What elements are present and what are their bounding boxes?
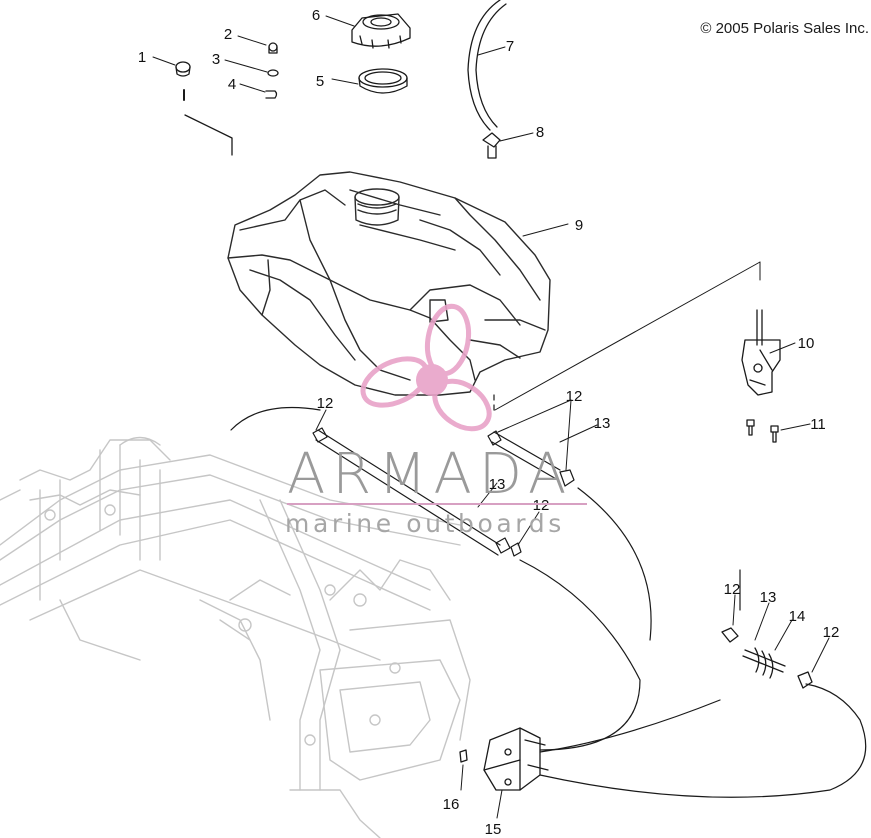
callout-12: 12 [533,497,550,514]
callout-8: 8 [536,124,544,141]
callout-9: 9 [575,217,583,234]
callout-5: 5 [316,73,324,90]
callout-15: 15 [485,821,502,838]
parts-1-4 [175,42,279,156]
callout-6: 6 [312,7,320,24]
copyright-notice: © 2005 Polaris Sales Inc. [700,20,869,37]
callout-12: 12 [823,624,840,641]
callout-4: 4 [228,76,236,93]
vent-hose [467,0,507,159]
callout-12: 12 [317,395,334,412]
callout-3: 3 [212,51,220,68]
watermark-title: ARMADA [287,442,574,507]
callout-12: 12 [724,581,741,598]
fuel-valve [741,309,781,396]
watermark-divider [287,503,587,505]
bolts-11 [746,419,779,443]
callout-7: 7 [506,38,514,55]
fuel-cap [351,13,411,49]
fuel-tank [227,171,551,396]
vehicle-frame [0,436,471,838]
fuel-filter [721,627,813,689]
armada-propeller-logo [360,303,492,432]
fuel-lines [230,394,867,798]
callout-13: 13 [594,415,611,432]
watermark-subtitle: marine outboards [285,509,565,538]
callout-12: 12 [566,388,583,405]
cap-gasket [358,68,408,94]
callout-16: 16 [443,796,460,813]
callout-11: 11 [810,416,826,433]
fuel-pump [459,727,549,791]
leader-lines [152,15,830,819]
callout-2: 2 [224,26,232,43]
callout-13: 13 [760,589,777,606]
callout-10: 10 [798,335,815,352]
callout-13: 13 [489,476,506,493]
callout-14: 14 [789,608,806,625]
callout-1: 1 [138,49,146,66]
